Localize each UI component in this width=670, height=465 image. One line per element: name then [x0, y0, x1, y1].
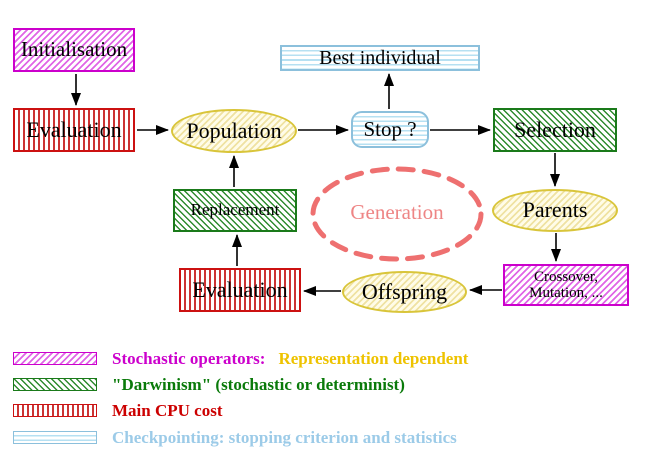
node-offspring: Offspring: [342, 271, 467, 313]
legend-row-stochastic-operators: Stochastic operators: Representation depe…: [13, 350, 468, 367]
node-population: Population: [171, 109, 297, 153]
crossover-label-line2: Mutation, ...: [529, 285, 603, 301]
legend-row-checkpointing: Checkpointing: stopping criterion and st…: [13, 429, 457, 446]
node-crossover-mutation: Crossover, Mutation, ...: [503, 264, 629, 306]
node-initialisation: Initialisation: [13, 28, 135, 72]
legend-label-darwinism: "Darwinism" (stochastic or determinist): [112, 375, 405, 394]
legend-row-main-cpu-cost: Main CPU cost: [13, 402, 222, 419]
red-vertical-stripes-swatch: [13, 404, 97, 417]
generation-cycle-label: Generation: [350, 200, 444, 225]
crossover-label-line1: Crossover,: [534, 268, 598, 285]
cyan-horizontal-lines-swatch: [13, 431, 97, 444]
legend-label-stochastic-part1: Stochastic operators:: [112, 349, 266, 368]
legend-label-stochastic-part2: Representation dependent: [278, 349, 469, 368]
magenta-diagonal-hatch-swatch: [13, 352, 97, 365]
node-evaluation-top: Evaluation: [13, 108, 135, 152]
legend-label-checkpointing: Checkpointing: stopping criterion and st…: [112, 428, 457, 447]
green-diagonal-hatch-swatch: [13, 378, 97, 391]
legend-row-darwinism: "Darwinism" (stochastic or determinist): [13, 376, 405, 393]
node-parents: Parents: [492, 189, 618, 232]
node-best-individual: Best individual: [280, 45, 480, 71]
node-evaluation-bottom: Evaluation: [179, 268, 301, 312]
legend-label-main-cpu-cost: Main CPU cost: [112, 401, 223, 420]
node-stop: Stop ?: [351, 111, 429, 148]
node-selection: Selection: [493, 108, 617, 152]
node-replacement: Replacement: [173, 189, 297, 232]
legend-label-stochastic-operators: Stochastic operators: Representation depe…: [112, 350, 468, 367]
